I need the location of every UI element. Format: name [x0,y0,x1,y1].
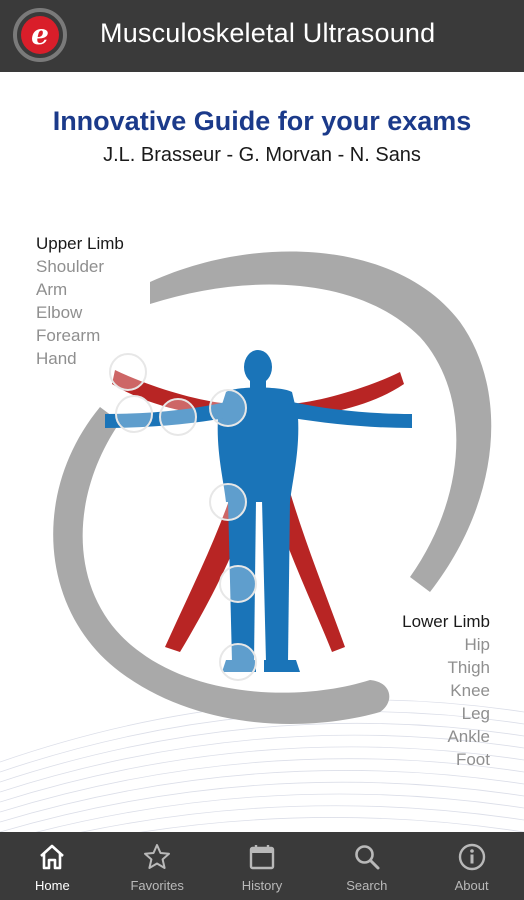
info-icon [458,843,485,871]
app-title: Musculoskeletal Ultrasound [100,18,436,48]
headline: Innovative Guide for your exams [52,106,472,136]
nav-home-label: Home [35,878,70,893]
upper-limb-title: Upper Limb [36,234,124,253]
nav-history[interactable]: History [210,832,315,900]
upper-limb-item-elbow[interactable]: Elbow [36,303,83,322]
nav-search[interactable]: Search [314,832,419,900]
upper-limb-item-forearm[interactable]: Forearm [36,326,101,345]
lower-limb-item-ankle[interactable]: Ankle [447,727,490,746]
nav-about-label: About [454,878,489,893]
home-content: Innovative Guide for your exams J.L. Bra… [0,72,524,832]
calendar-icon [249,845,275,870]
lower-limb-item-foot[interactable]: Foot [455,750,490,769]
app-logo: e [13,8,67,62]
red-figure [112,370,404,652]
lower-limb-item-thigh[interactable]: Thigh [447,658,490,677]
svg-text:e: e [31,18,49,51]
nav-favorites-label: Favorites [130,878,184,893]
lower-limb-item-leg[interactable]: Leg [461,704,490,723]
upper-limb-item-shoulder[interactable]: Shoulder [36,257,105,276]
authors: J.L. Brasseur - G. Morvan - N. Sans [103,144,421,166]
ankle-hotspot[interactable] [219,643,257,681]
search-icon [354,845,380,870]
elbow-hotspot[interactable] [159,398,197,436]
nav-home[interactable]: Home [0,832,105,900]
lower-limb-item-hip[interactable]: Hip [464,635,490,654]
bottom-navigation: Home Favorites History Search About [0,832,524,900]
nav-favorites[interactable]: Favorites [105,832,210,900]
ring-top-arc [150,251,492,593]
hand-hotspot[interactable] [109,353,147,391]
app-bar: e Musculoskeletal Ultrasound [0,0,524,72]
knee-hotspot[interactable] [219,565,257,603]
upper-limb-menu: Upper Limb Shoulder Arm Elbow Forearm Ha… [36,232,124,370]
home-icon [40,844,65,870]
lower-limb-item-knee[interactable]: Knee [450,681,490,700]
forearm-hotspot[interactable] [115,395,153,433]
body-figure [53,251,492,724]
ring-bottom-arc [53,407,390,724]
nav-search-label: Search [346,878,388,893]
lower-limb-menu: Lower Limb Hip Thigh Knee Leg Ankle Foot [402,610,490,771]
nav-history-label: History [241,878,283,893]
upper-limb-item-arm[interactable]: Arm [36,280,68,299]
star-icon [144,844,171,869]
upper-limb-item-hand[interactable]: Hand [36,349,77,368]
hip-hotspot[interactable] [209,483,247,521]
shoulder-hotspot[interactable] [209,389,247,427]
nav-about[interactable]: About [419,832,524,900]
lower-limb-title: Lower Limb [402,612,490,631]
